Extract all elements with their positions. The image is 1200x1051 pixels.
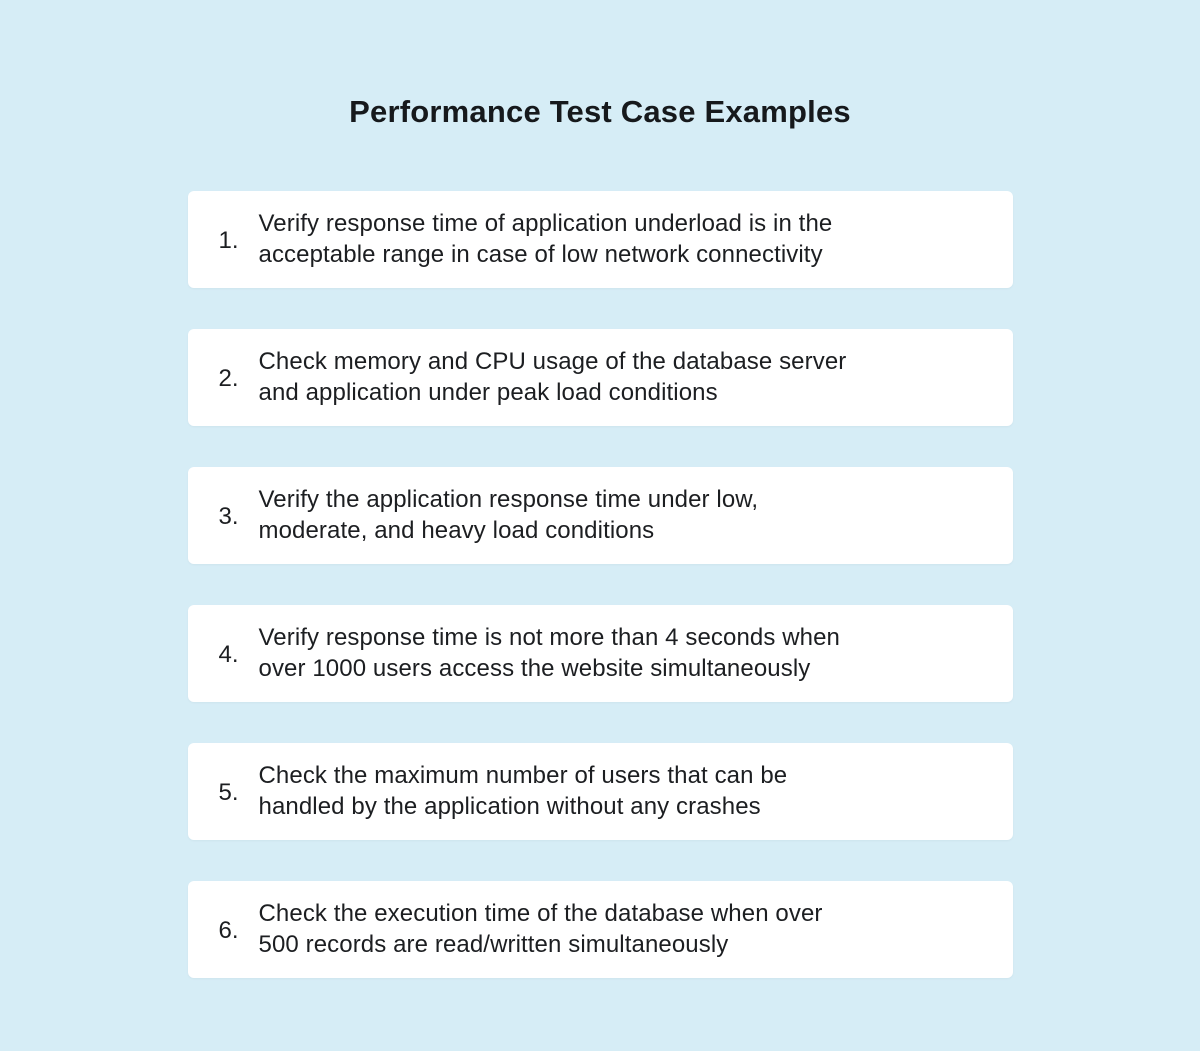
test-case-card: 6. Check the execution time of the datab… xyxy=(187,881,1013,978)
test-case-number: 2. xyxy=(218,364,239,392)
test-case-list: 1. Verify response time of application u… xyxy=(187,191,1013,978)
test-case-text: Check the execution time of the database… xyxy=(258,900,823,958)
test-case-card: 5. Check the maximum number of users tha… xyxy=(187,743,1013,840)
test-case-card: 1. Verify response time of application u… xyxy=(187,191,1013,288)
test-case-card: 4. Verify response time is not more than… xyxy=(187,605,1013,702)
test-case-text: Verify response time of application unde… xyxy=(258,210,833,268)
test-case-text: Verify the application response time und… xyxy=(258,486,759,544)
test-case-card: 3. Verify the application response time … xyxy=(187,467,1013,564)
test-case-number: 6. xyxy=(218,916,239,944)
test-case-text: Check the maximum number of users that c… xyxy=(258,762,788,820)
test-case-number: 3. xyxy=(218,502,239,530)
test-case-text: Verify response time is not more than 4 … xyxy=(258,624,841,682)
page-title: Performance Test Case Examples xyxy=(349,94,851,129)
test-case-number: 4. xyxy=(218,640,239,668)
test-case-number: 5. xyxy=(218,778,239,806)
test-case-number: 1. xyxy=(218,226,239,254)
test-case-text: Check memory and CPU usage of the databa… xyxy=(258,348,847,406)
test-case-card: 2. Check memory and CPU usage of the dat… xyxy=(187,329,1013,426)
